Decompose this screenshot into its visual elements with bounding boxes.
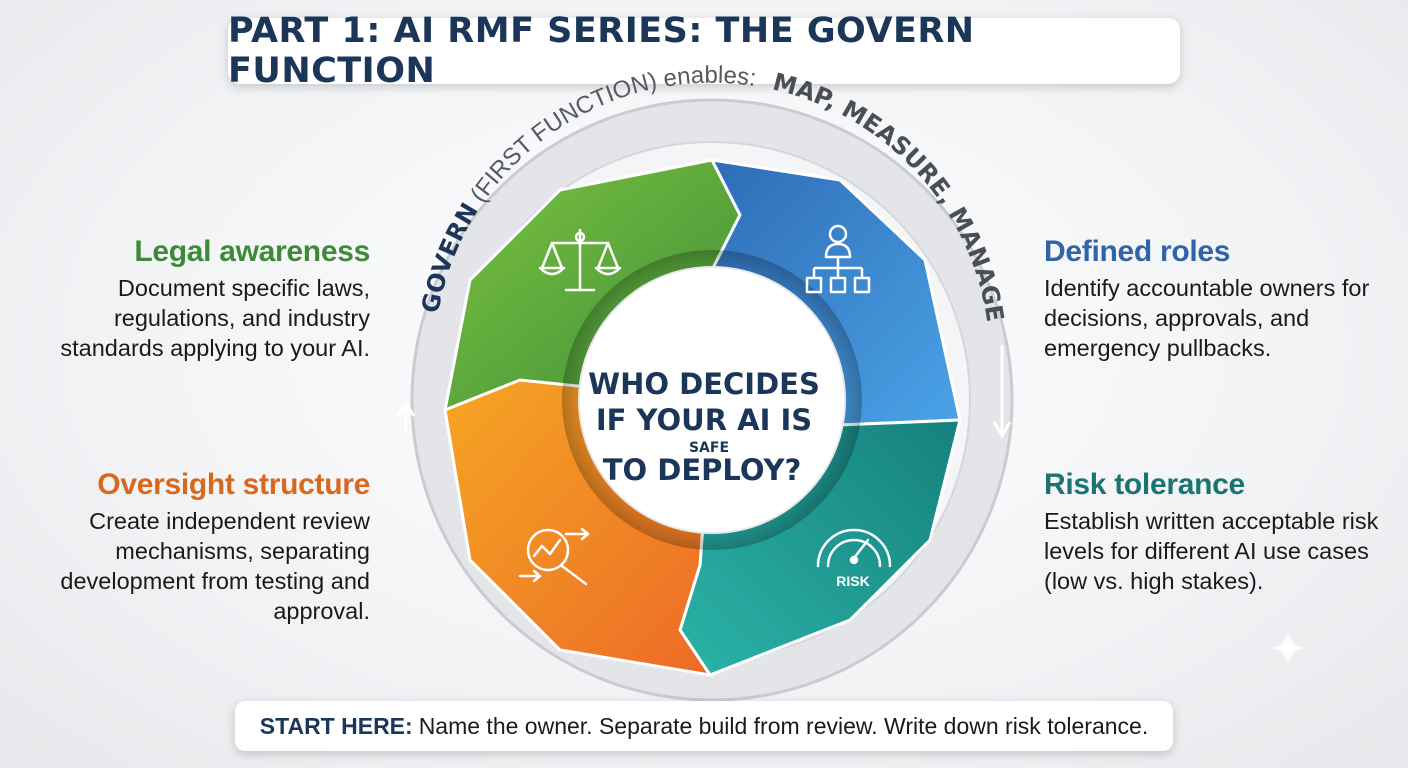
start-here-banner: START HERE: Name the owner. Separate bui…: [235, 701, 1173, 751]
scales-icon: [538, 228, 622, 292]
legal-awareness-heading: Legal awareness: [134, 235, 370, 268]
risk-tolerance-block: Risk tolerance Establish written accepta…: [1044, 468, 1384, 596]
oversight-structure-heading: Oversight structure: [97, 468, 370, 501]
org-chart-icon: [805, 224, 871, 294]
start-here-label: START HERE:: [259, 712, 413, 739]
title-banner: PART 1: AI RMF SERIES: THE GOVERN FUNCTI…: [228, 11, 1180, 91]
legal-awareness-body: Document specific laws, regulations, and…: [60, 275, 370, 361]
oversight-structure-body: Create independent review mechanisms, se…: [60, 508, 370, 624]
sparkle-icon: [1270, 630, 1306, 666]
oversight-structure-block: Oversight structure Create independent r…: [30, 468, 370, 626]
start-here-text: Name the owner. Separate build from revi…: [418, 712, 1149, 739]
center-line-3: SAFE: [689, 440, 729, 456]
center-line-2: IF YOUR AI IS: [596, 403, 812, 437]
center-line-4: TO DEPLOY?: [603, 453, 802, 487]
defined-roles-block: Defined roles Identify accountable owner…: [1044, 235, 1384, 363]
defined-roles-body: Identify accountable owners for decision…: [1044, 275, 1370, 361]
center-line-1: WHO DECIDES: [588, 367, 820, 401]
risk-tolerance-body: Establish written acceptable risk levels…: [1044, 508, 1379, 594]
defined-roles-heading: Defined roles: [1044, 235, 1231, 268]
legal-awareness-block: Legal awareness Document specific laws, …: [30, 235, 370, 363]
gauge-icon: [816, 528, 892, 568]
risk-tolerance-heading: Risk tolerance: [1044, 468, 1245, 501]
magnifier-chart-icon: [518, 527, 590, 586]
center-circle: [578, 266, 846, 534]
gauge-risk-label: RISK: [836, 573, 869, 589]
ring-arrow-down-icon: [992, 345, 1012, 440]
ring-arrow-up-icon: [396, 401, 416, 432]
page-title: PART 1: AI RMF SERIES: THE GOVERN FUNCTI…: [228, 11, 975, 91]
